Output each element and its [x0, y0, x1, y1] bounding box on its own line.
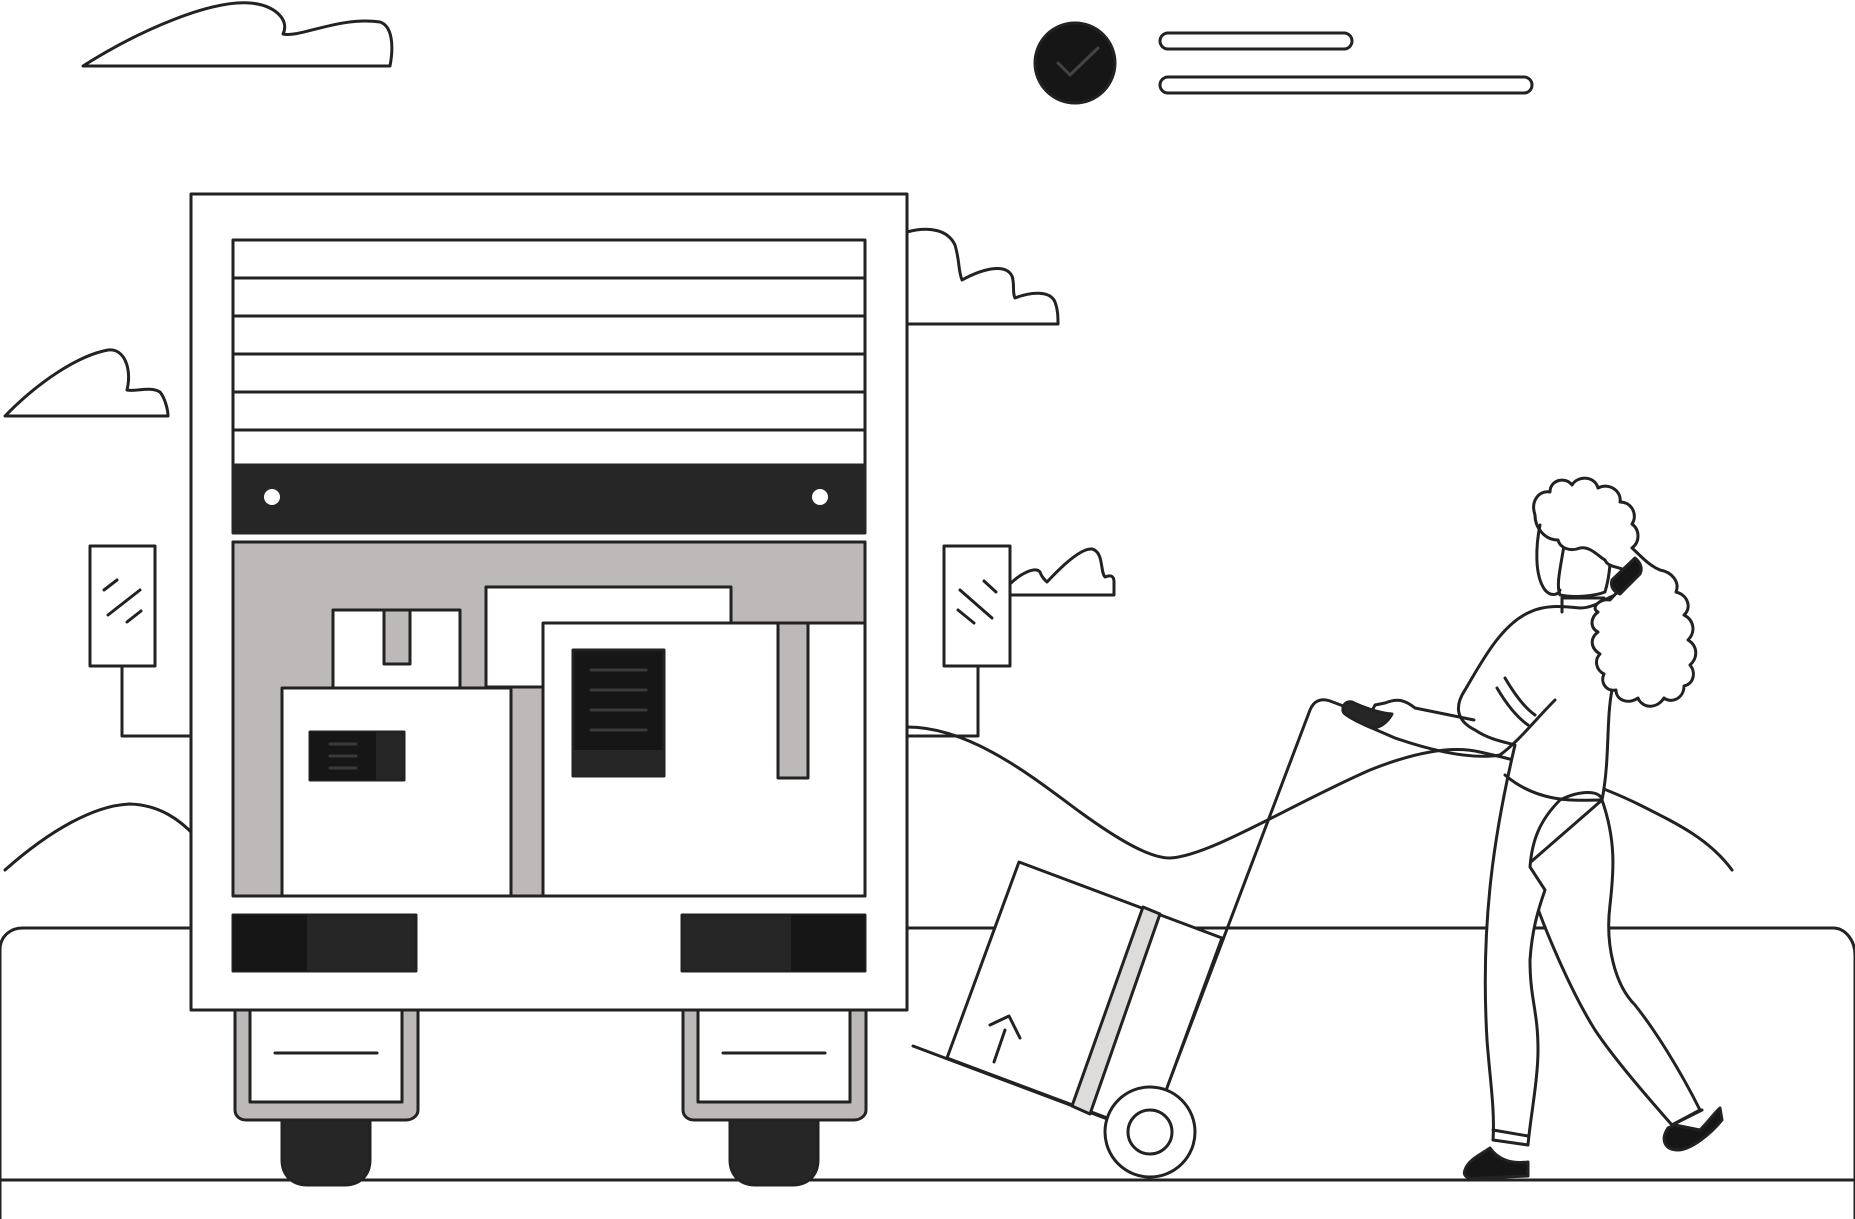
cardboard-box	[331, 608, 462, 692]
cardboard-box	[945, 860, 1224, 1136]
cloud-icon	[3, 348, 170, 418]
left-mirror	[88, 544, 192, 738]
truck-frame	[233, 998, 868, 1122]
hill-right	[905, 725, 1734, 872]
person-body	[1456, 593, 1625, 1147]
sidewalk	[0, 926, 1855, 1219]
hand	[1341, 700, 1394, 730]
person-leg-back	[1523, 798, 1702, 1127]
truck-wheels	[280, 1108, 820, 1187]
shoe	[1462, 1146, 1530, 1181]
delivery-truck	[189, 192, 909, 1012]
cloud-icon	[81, 1, 394, 68]
tail-lights	[231, 913, 867, 973]
hill-left	[3, 802, 197, 872]
roller-shutter	[231, 238, 867, 544]
check-circle-icon	[1033, 21, 1117, 105]
status-line-long	[1158, 75, 1534, 95]
shutter-handle-bar	[231, 463, 867, 535]
hand-truck	[911, 698, 1348, 1179]
status-indicator	[1033, 21, 1534, 105]
cardboard-box	[280, 686, 513, 898]
delivery-person	[1341, 476, 1724, 1181]
cloud-icon	[905, 227, 1060, 326]
cloud-icon	[1008, 547, 1116, 597]
right-mirror	[905, 544, 1012, 738]
person-arm	[1363, 698, 1557, 758]
phone-icon	[1610, 556, 1643, 596]
hand-truck-handle	[1164, 698, 1348, 1092]
arrow-up-icon	[988, 1014, 1022, 1064]
cardboard-box	[541, 621, 867, 898]
status-line-short	[1158, 31, 1354, 51]
shoe	[1662, 1106, 1724, 1152]
